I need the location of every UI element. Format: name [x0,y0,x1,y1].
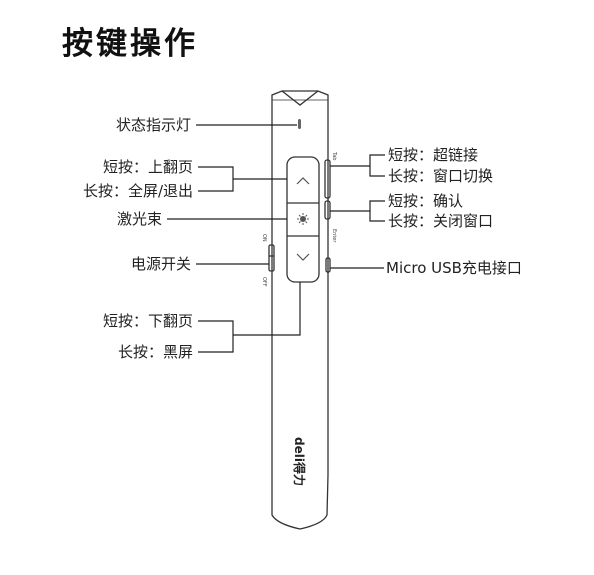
power-switch [268,244,275,272]
enter-long-label: 长按：关闭窗口 [388,212,494,230]
brand-logo: deli得力 [292,437,307,486]
status-light [298,119,301,129]
enter-short-label: 短按：确认 [388,192,464,210]
down-long-label: 长按：黑屏 [117,343,193,361]
laser-label: 激光束 [116,210,162,228]
enter-button [324,200,331,220]
tab-text: Tab [331,151,337,160]
usb-port-label: Micro USB充电接口 [386,259,522,277]
status-light-label: 状态指示灯 [115,116,191,134]
up-long-label: 长按：全屏/退出 [82,182,193,200]
enter-text: Enter [331,229,337,243]
page-title: 按键操作 [62,26,198,62]
usb-port [325,257,331,273]
tab-button [324,159,331,199]
tab-long-label: 长按：窗口切换 [388,167,494,185]
switch-off-text: OFF [261,277,267,287]
device-body [271,90,329,530]
down-short-label: 短按：下翻页 [102,312,193,330]
chevron-up-icon [296,177,310,185]
power-switch-label: 电源开关 [130,255,191,273]
laser-icon [297,213,309,225]
switch-on-text: ON [261,234,267,242]
top-cap [281,90,319,106]
chevron-down-icon [296,253,310,261]
up-short-label: 短按：上翻页 [102,158,193,176]
tab-short-label: 短按：超链接 [388,146,479,164]
